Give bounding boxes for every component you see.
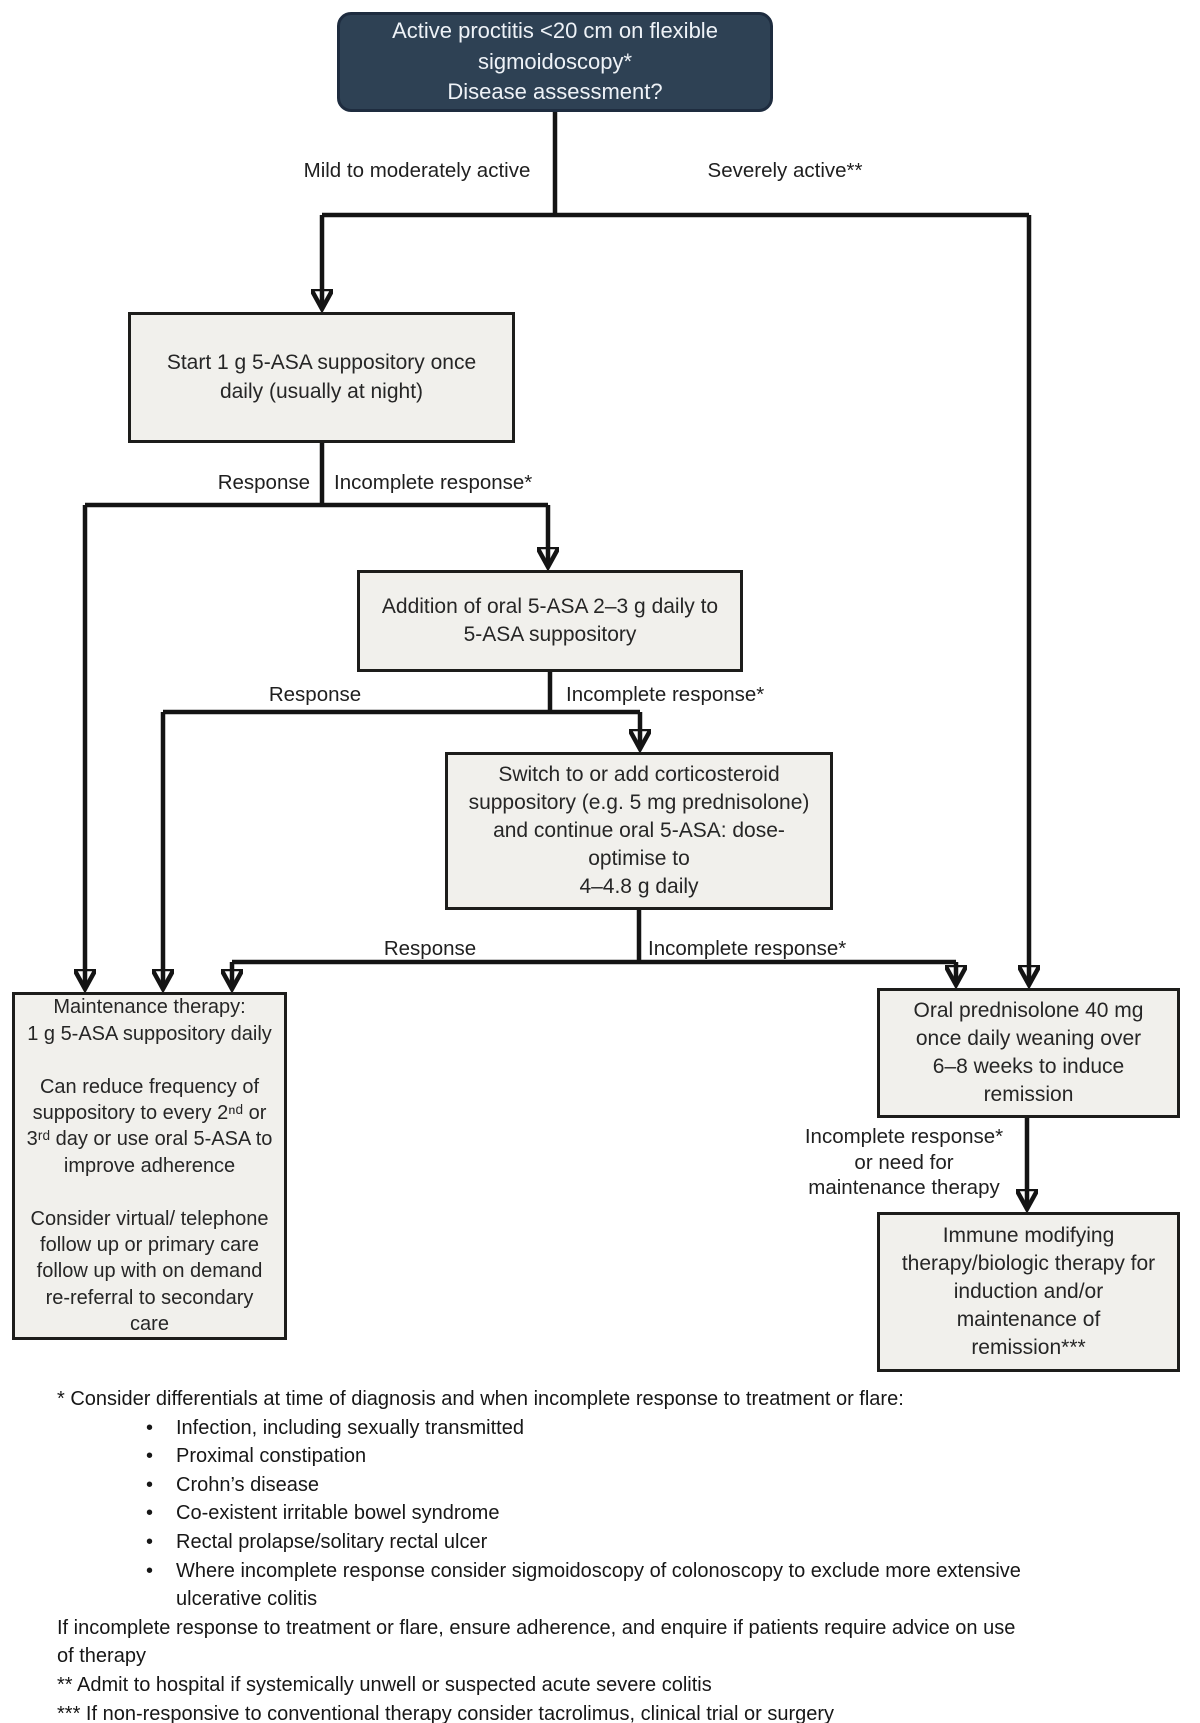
- list-item: Rectal prolapse/solitary rectal ulcer: [146, 1528, 1157, 1557]
- label-incomplete-response-2: Incomplete response*: [566, 683, 765, 706]
- node-maintenance-therapy: Maintenance therapy: 1 g 5-ASA supposito…: [12, 992, 287, 1340]
- footnotes: * Consider differentials at time of diag…: [57, 1385, 1157, 1723]
- list-item: Crohn’s disease: [146, 1471, 1157, 1500]
- node-oral-prednisolone: Oral prednisolone 40 mg once daily weani…: [877, 988, 1180, 1118]
- node-immune-modifying: Immune modifying therapy/biologic therap…: [877, 1212, 1180, 1372]
- label-incomplete-or-maintenance: Incomplete response* or need for mainten…: [804, 1125, 1004, 1200]
- node-switch-corticosteroid: Switch to or add corticosteroid supposit…: [445, 752, 833, 910]
- node-add-oral-5asa: Addition of oral 5-ASA 2–3 g daily to 5-…: [357, 570, 743, 672]
- label-incomplete-response-3: Incomplete response*: [648, 937, 847, 960]
- label-incomplete-response-1: Incomplete response*: [334, 471, 533, 494]
- node-start-suppository: Start 1 g 5-ASA suppository once daily (…: [128, 312, 515, 443]
- footnote-double-star: ** Admit to hospital if systemically unw…: [57, 1673, 712, 1696]
- label-severely-active: Severely active**: [707, 159, 863, 182]
- footnote-triple-star: *** If non-responsive to conventional th…: [57, 1702, 835, 1723]
- label-response-1: Response: [217, 471, 310, 494]
- label-mild-to-moderate: Mild to moderately active: [303, 159, 531, 182]
- list-item: Infection, including sexually transmitte…: [146, 1414, 1157, 1443]
- footnote-differentials-intro: * Consider differentials at time of diag…: [57, 1388, 904, 1410]
- list-item: Where incomplete response consider sigmo…: [146, 1557, 1157, 1614]
- label-response-2: Response: [268, 683, 362, 706]
- list-item: Proximal constipation: [146, 1442, 1157, 1471]
- differentials-list: Infection, including sexually transmitte…: [57, 1414, 1157, 1614]
- label-response-3: Response: [383, 937, 477, 960]
- node-disease-assessment: Active proctitis <20 cm on flexible sigm…: [337, 12, 773, 112]
- footnote-adherence: If incomplete response to treatment or f…: [57, 1616, 1016, 1668]
- list-item: Co-existent irritable bowel syndrome: [146, 1499, 1157, 1528]
